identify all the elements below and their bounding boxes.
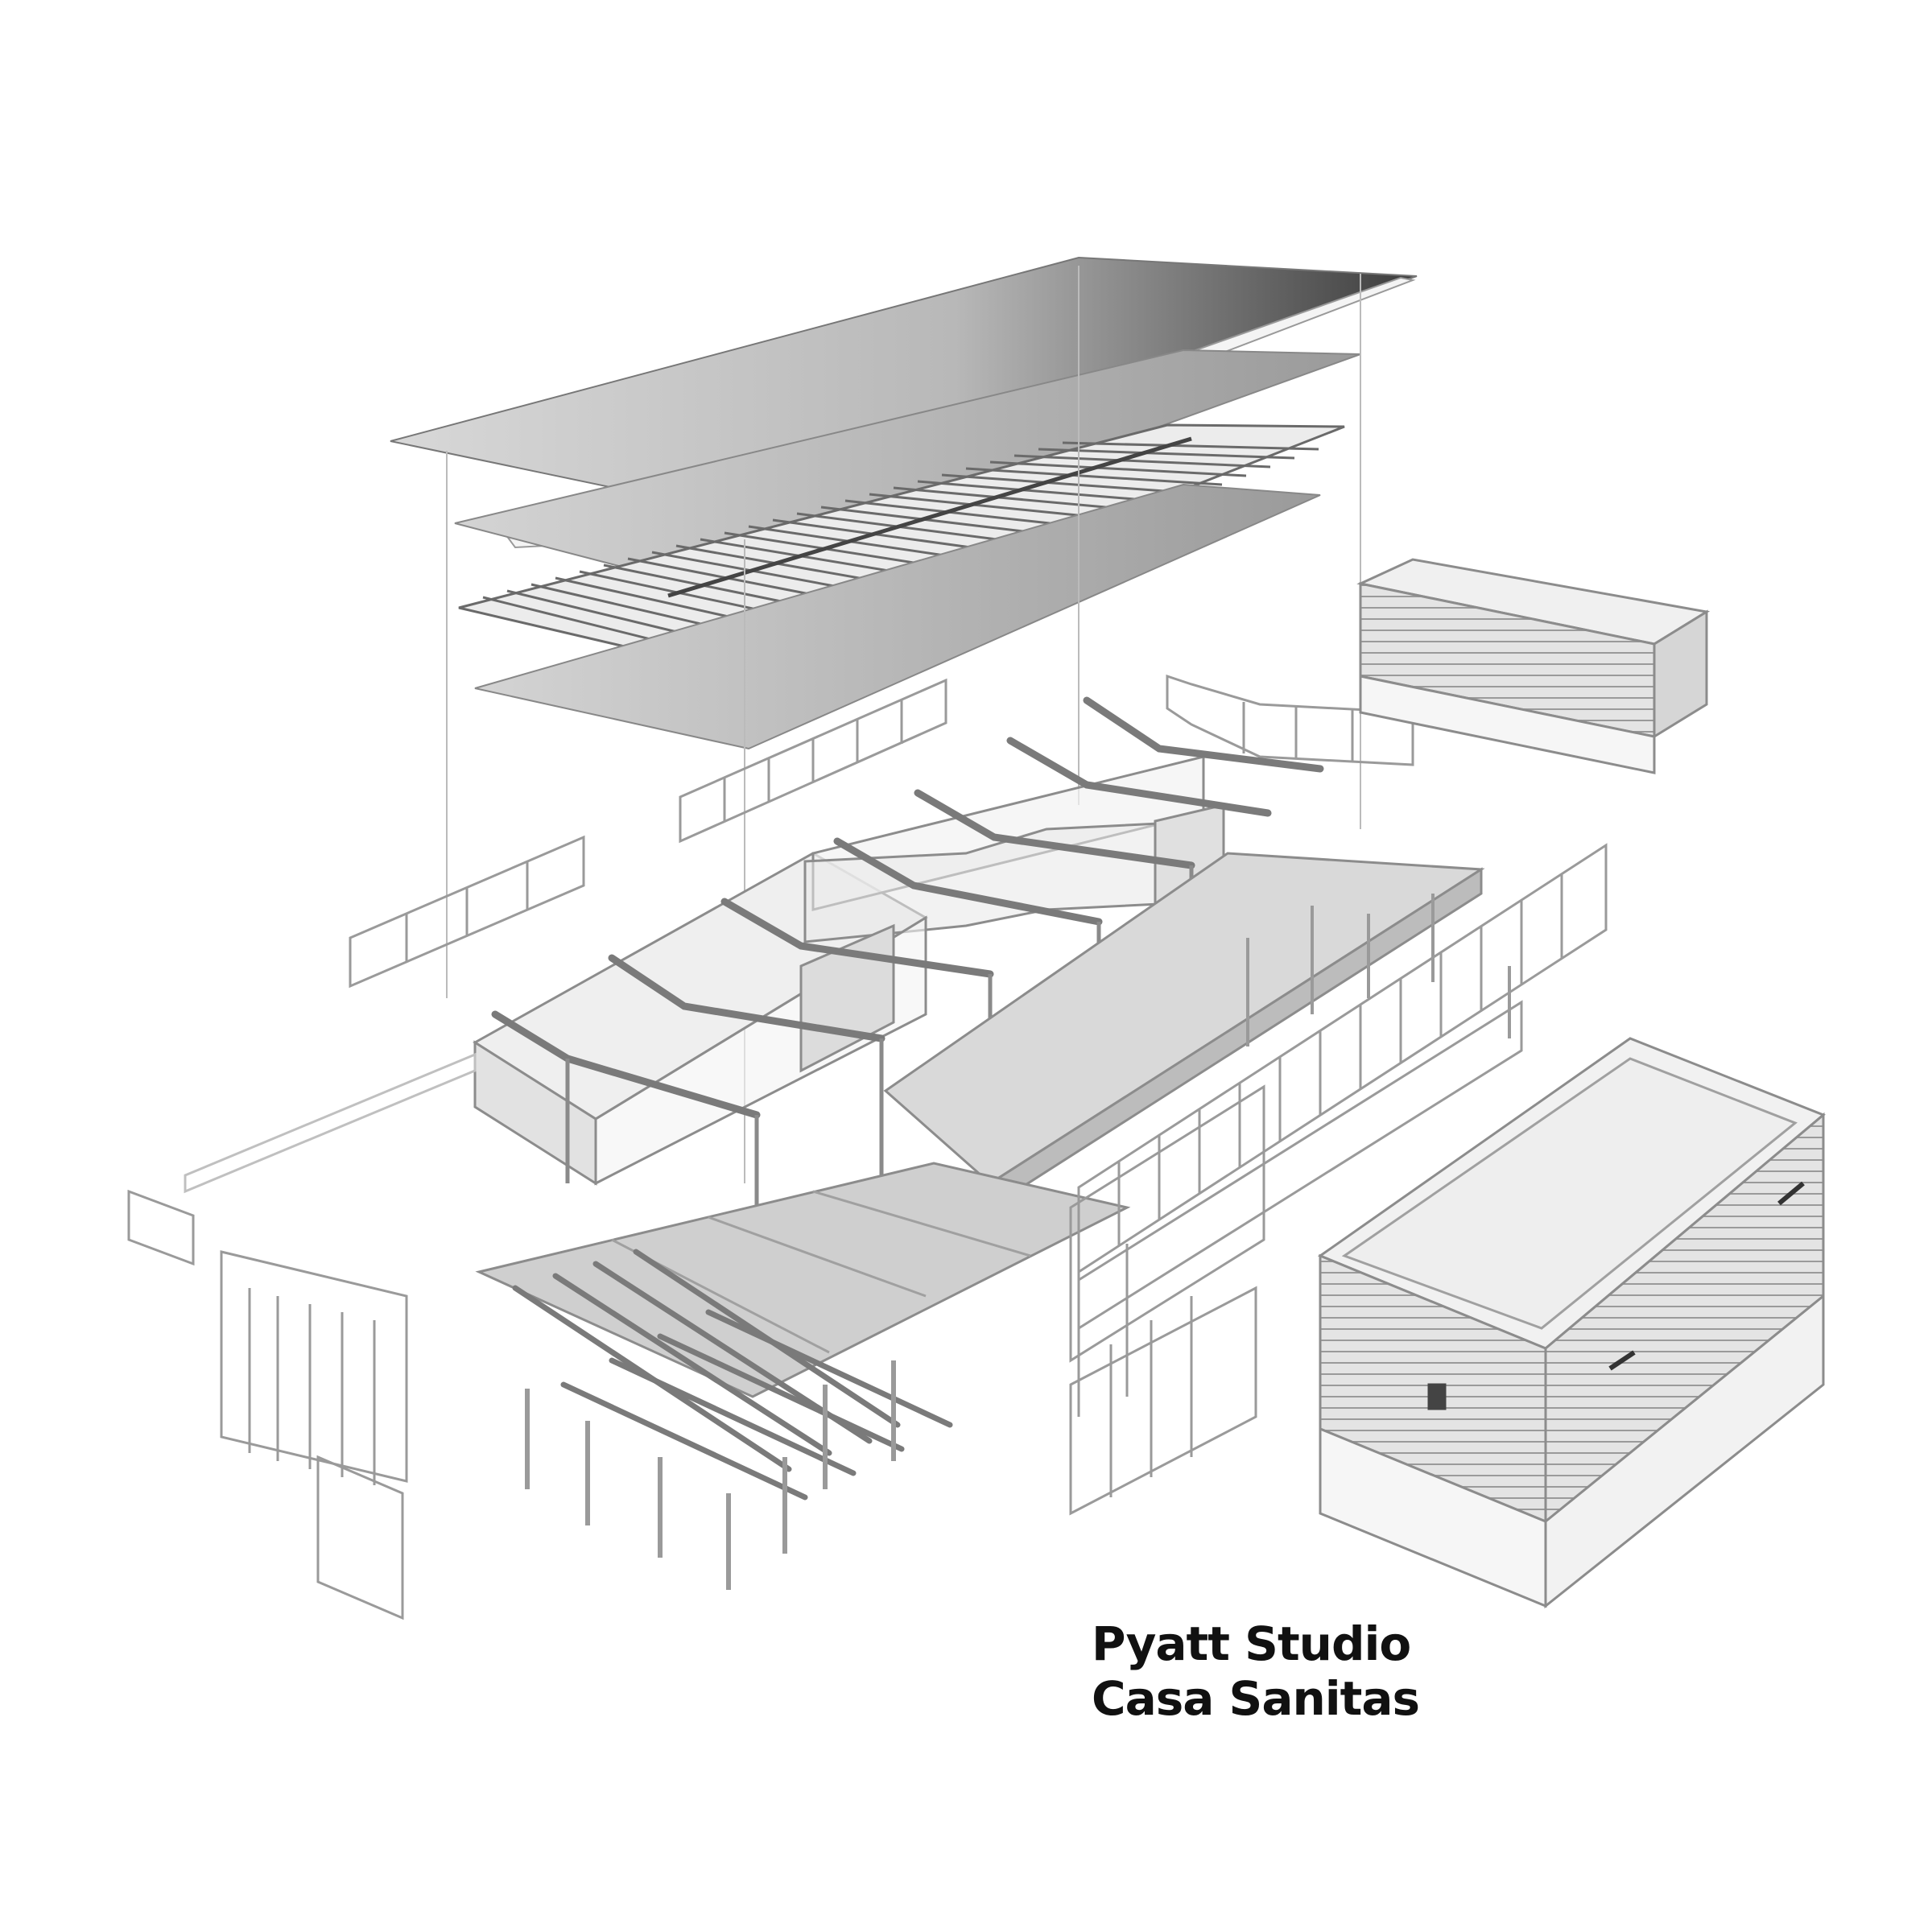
lower-garage-block (1317, 1037, 1826, 1609)
corridor-posts (1246, 894, 1511, 1046)
lower-right-frames (1069, 1084, 1265, 1516)
central-spine-floor (475, 852, 1485, 1398)
caption-studio-name: Pyatt Studio (1092, 1616, 1411, 1671)
upper-wall-frames (349, 674, 1414, 989)
corridor-glazed-wall (1077, 843, 1608, 1417)
entry-trellis (512, 1249, 953, 1501)
left-wall-frames (127, 1052, 477, 1620)
caption-project-name: Casa Sanitas (1092, 1671, 1420, 1726)
upper-studio-block (1356, 558, 1711, 774)
trellis-posts (525, 1360, 896, 1590)
lower-ceiling-slab (474, 483, 1321, 750)
caption: Pyatt Studio Casa Sanitas (1092, 1616, 1420, 1726)
